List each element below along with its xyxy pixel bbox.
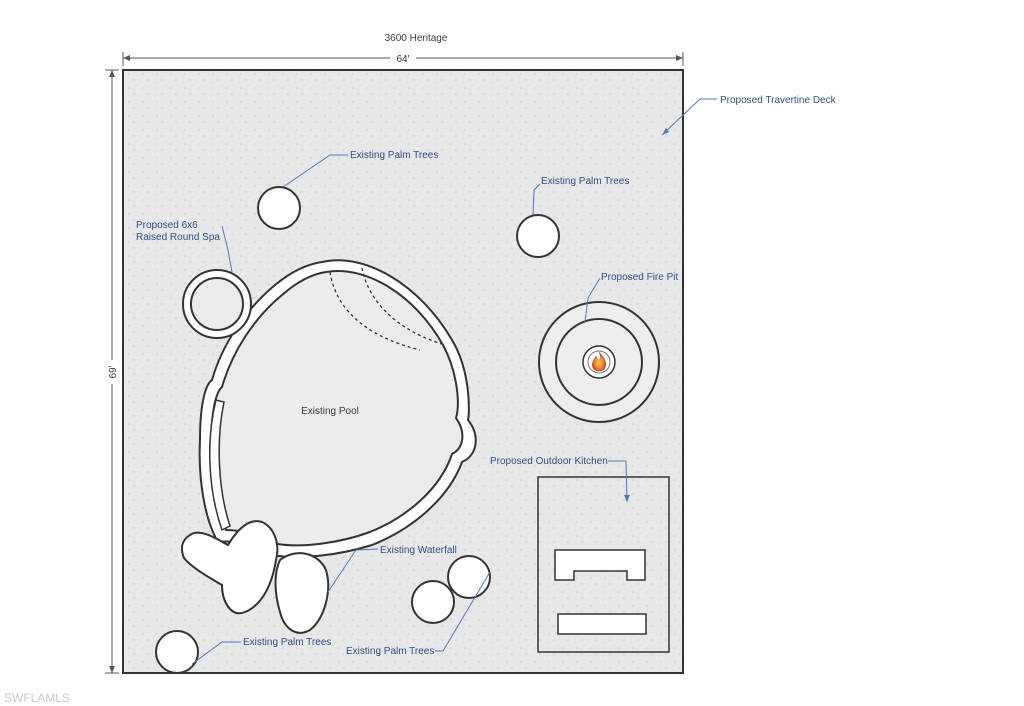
pool: Existing Pool bbox=[198, 259, 477, 558]
palm-bottom-left-label: Existing Palm Trees bbox=[243, 637, 331, 648]
pool-water bbox=[209, 270, 464, 547]
fire-pit-label: Proposed Fire Pit bbox=[601, 272, 678, 283]
plan-title: 3600 Heritage bbox=[385, 33, 448, 44]
spa-label-line1: Proposed 6x6 bbox=[136, 220, 198, 231]
fire-pit bbox=[538, 301, 660, 423]
height-label: 69' bbox=[108, 365, 119, 378]
kitchen-label: Proposed Outdoor Kitchen bbox=[490, 456, 608, 467]
pool-bench bbox=[209, 399, 231, 532]
pool-label: Existing Pool bbox=[301, 406, 359, 417]
width-label: 64' bbox=[396, 54, 409, 65]
watermark: SWFLAMLS bbox=[4, 691, 70, 705]
palm-tree-bottom-mid bbox=[411, 580, 455, 624]
leader-fire-pit bbox=[584, 277, 601, 323]
palm-tree-top-left bbox=[257, 186, 301, 230]
leader-waterfall bbox=[327, 548, 379, 593]
proposed-spa bbox=[182, 269, 252, 339]
height-dimension: 69' bbox=[105, 69, 119, 674]
leader-palm-top-right bbox=[532, 183, 541, 216]
leader-palm-bottom-left bbox=[191, 641, 241, 665]
deck-label: Proposed Travertine Deck bbox=[720, 95, 837, 106]
palm-tree-bottom-left bbox=[155, 630, 199, 674]
leader-palm-bottom-right bbox=[435, 571, 491, 652]
palm-tree-bottom-right bbox=[447, 555, 491, 599]
rock-formation bbox=[181, 520, 279, 615]
palm-tree-top-right bbox=[516, 214, 560, 258]
waterfall-shape bbox=[274, 552, 330, 634]
spa-label-line2: Raised Round Spa bbox=[136, 232, 220, 243]
waterfall-label: Existing Waterfall bbox=[380, 545, 457, 556]
palm-top-right-label: Existing Palm Trees bbox=[541, 176, 629, 187]
leader-kitchen bbox=[608, 460, 628, 503]
flame-icon bbox=[592, 351, 606, 372]
leader-spa bbox=[221, 225, 233, 273]
palm-top-left-label: Existing Palm Trees bbox=[350, 150, 438, 161]
kitchen-counter-top bbox=[554, 549, 646, 581]
kitchen-counter-bottom bbox=[557, 613, 647, 635]
leader-palm-top-left bbox=[282, 154, 348, 188]
palm-bottom-right-label: Existing Palm Trees bbox=[346, 646, 434, 657]
width-dimension: 64' bbox=[122, 52, 684, 66]
pool-steps-outer bbox=[361, 267, 446, 346]
leader-deck bbox=[661, 98, 717, 136]
outdoor-kitchen bbox=[537, 476, 670, 653]
